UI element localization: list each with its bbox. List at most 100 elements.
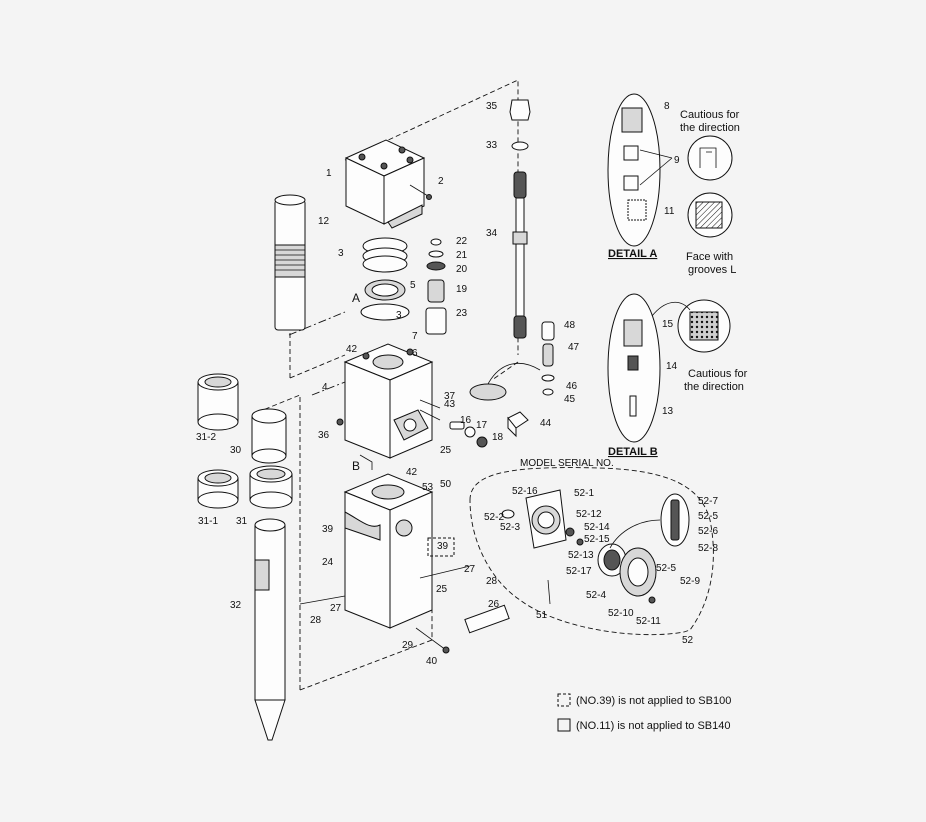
part-label-12: 12: [318, 216, 330, 227]
part-label-23: 23: [456, 308, 468, 319]
detail-a-label: 9: [674, 155, 680, 166]
part-number-labels: 1233456712171819202122232425252627272828…: [196, 101, 718, 667]
part-label-52-11: 52-11: [636, 616, 661, 627]
part-label-39: 39: [322, 524, 334, 535]
part-label-45: 45: [564, 394, 576, 405]
part-label-2: 2: [438, 176, 444, 187]
part-label-50: 50: [440, 479, 452, 490]
part-label-47: 47: [568, 342, 580, 353]
part-34-rod-assembly: [509, 99, 531, 339]
detail-a-face-line2: grooves L: [688, 264, 736, 276]
part-label-31-2: 31-2: [196, 432, 216, 443]
part-12-piston: [274, 194, 306, 331]
part-label-16: 16: [460, 415, 472, 426]
detail-a-label: 8: [664, 101, 670, 112]
part-31-2-bushing: [197, 373, 239, 431]
part-label-52-8: 52-8: [698, 543, 718, 554]
part-label-52-9: 52-9: [680, 576, 700, 587]
part-label-52-2: 52-2: [484, 512, 504, 523]
group-52-parts: [501, 489, 690, 605]
part-label-52-16: 52-16: [512, 486, 538, 497]
detail-a-view: [607, 93, 733, 247]
cylinder-fittings: [336, 399, 488, 448]
part-39-dashed-box: [427, 537, 455, 557]
view-marker-b: B: [352, 459, 360, 473]
part-label-4: 4: [322, 382, 328, 393]
model-serial-label: MODEL SERIAL NO.: [520, 458, 614, 469]
detail-a-label: 11: [664, 206, 675, 217]
part-label-52-5: 52-5: [656, 563, 676, 574]
part-label-51: 51: [536, 610, 548, 621]
parts-45-48-valve: [541, 321, 555, 396]
part-label-52-7: 52-7: [698, 496, 718, 507]
part-label-42: 42: [406, 467, 418, 478]
part-1-head-cap: [344, 139, 426, 229]
part-5-ring: [364, 279, 406, 301]
part-label-24: 24: [322, 557, 334, 568]
part-label-29: 29: [402, 640, 414, 651]
part-3-o-ring: [360, 303, 410, 321]
part-label-22: 22: [456, 236, 468, 247]
part-44-accumulator-block: [507, 411, 529, 438]
detail-b-label: 14: [666, 361, 678, 372]
valve-stack: [425, 238, 447, 335]
part-label-52-5: 52-5: [698, 511, 718, 522]
legend-note-sb100: (NO.39) is not applied to SB100: [576, 695, 731, 707]
legend-solid-box-icon: [557, 718, 571, 732]
part-label-52-6: 52-6: [698, 526, 718, 537]
part-label-39: 39: [437, 541, 449, 552]
part-label-52-12: 52-12: [576, 509, 602, 520]
group-52-outline: [469, 467, 714, 636]
part-label-6: 6: [412, 348, 418, 359]
marker-b-arrow: [359, 454, 373, 470]
part-label-19: 19: [456, 284, 468, 295]
part-label-21: 21: [456, 250, 468, 261]
detail-a-note-line1: Cautious for: [680, 109, 740, 121]
detail-a-note-line2: the direction: [680, 122, 740, 134]
part-label-31-1: 31-1: [198, 516, 218, 527]
part-label-1: 1: [326, 168, 332, 179]
part-label-30: 30: [230, 445, 242, 456]
detail-b-view: [607, 293, 731, 443]
detail-b-caption: DETAIL B: [608, 446, 658, 458]
detail-a-face-line1: Face with: [686, 251, 733, 263]
part-label-27: 27: [330, 603, 342, 614]
part-label-3: 3: [396, 310, 402, 321]
part-label-43: 43: [444, 399, 456, 410]
part-label-33: 33: [486, 140, 498, 151]
part-label-52-17: 52-17: [566, 566, 592, 577]
part-label-52-4: 52-4: [586, 590, 606, 601]
legend-note-sb140: (NO.11) is not applied to SB140: [576, 720, 731, 732]
part-label-44: 44: [540, 418, 552, 429]
part-24-front-head: [343, 473, 434, 629]
detail-b-label: 13: [662, 406, 674, 417]
callout-bubble: [469, 383, 507, 401]
detail-b-note-line1: Cautious for: [688, 368, 748, 380]
detail-b-note-line2: the direction: [684, 381, 744, 393]
part-4-cylinder: [343, 343, 434, 459]
part-label-48: 48: [564, 320, 576, 331]
part-label-37: 37: [444, 391, 456, 402]
part-31-bushing: [249, 465, 293, 509]
part-label-52-14: 52-14: [584, 522, 610, 533]
legend-dashed-box-icon: [557, 693, 571, 707]
part-label-27: 27: [464, 564, 476, 575]
part-30-bushing: [251, 408, 287, 464]
pins-25-29: [299, 565, 510, 654]
detail-b-label: 15: [662, 319, 674, 330]
part-label-3: 3: [338, 248, 344, 259]
part-2-bolt: [409, 184, 432, 200]
part-label-34: 34: [486, 228, 498, 239]
part-label-40: 40: [426, 656, 438, 667]
part-3-seal-rings: [362, 237, 408, 273]
part-label-32: 32: [230, 600, 242, 611]
part-label-31: 31: [236, 516, 248, 527]
part-label-25: 25: [436, 584, 448, 595]
part-31-1-bushing: [197, 469, 239, 509]
center-line: [288, 311, 346, 396]
part-label-52-10: 52-10: [608, 608, 634, 619]
view-marker-a: A: [352, 291, 360, 305]
part-label-35: 35: [486, 101, 498, 112]
